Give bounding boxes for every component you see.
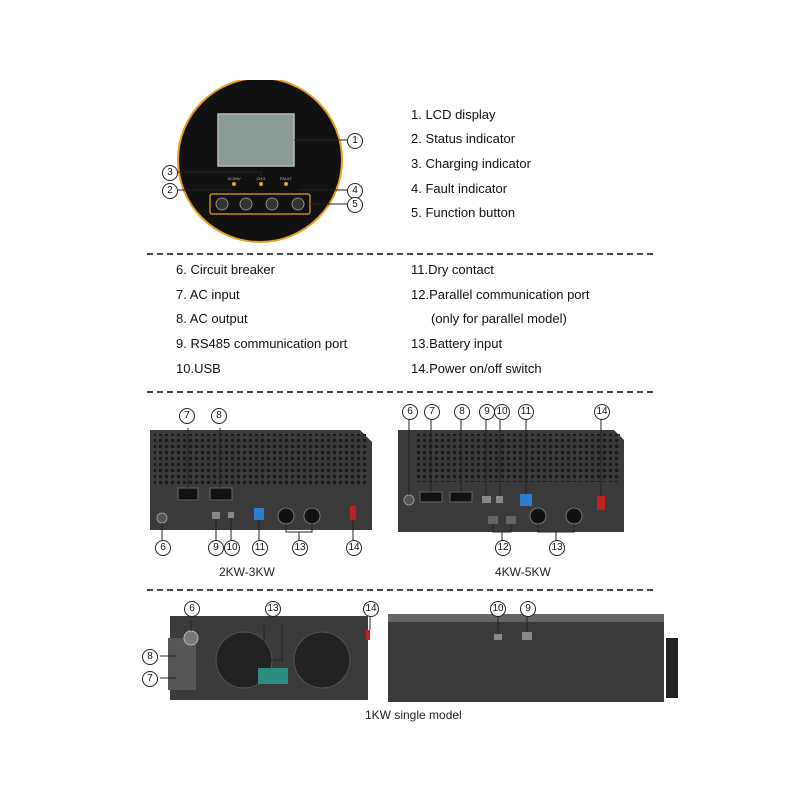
callout-6-1kw: 6: [184, 601, 200, 617]
callout-9-large: 9: [479, 404, 495, 420]
panel-label-fault: FAULT: [280, 176, 293, 181]
usb-port: [494, 634, 502, 640]
vent-grille: [414, 434, 620, 482]
panel-label-ac: AC/INV: [227, 176, 241, 181]
function-button-3: [265, 197, 279, 211]
legend-item-1: 1. LCD display: [411, 107, 496, 122]
caption-1kw-single: 1KW single model: [365, 708, 462, 722]
legend-item-3: 3. Charging indicator: [411, 156, 531, 171]
callout-6-small: 6: [155, 540, 171, 556]
fault-indicator-led: [284, 182, 288, 186]
unit-body: [388, 614, 664, 702]
legend-item-7: 7. AC input: [176, 287, 240, 302]
callout-13-large: 13: [549, 540, 565, 556]
legend-item-5: 5. Function button: [411, 205, 516, 220]
legend-item-6: 6. Circuit breaker: [176, 262, 275, 277]
power-switch: [350, 506, 356, 520]
dry-contact: [254, 508, 264, 520]
circuit-breaker: [403, 494, 415, 506]
circuit-breaker: [183, 630, 199, 646]
callout-10-small: 10: [224, 540, 240, 556]
rs485-port: [482, 496, 491, 503]
callout-8-large: 8: [454, 404, 470, 420]
callout-9-1kw: 9: [520, 601, 536, 617]
callout-13-1kw: 13: [265, 601, 281, 617]
terminal-block: [168, 638, 196, 690]
callout-7-1kw: 7: [142, 671, 158, 687]
ac-output-port: [209, 487, 233, 501]
unit-2kw-3kw-illustration: [150, 428, 372, 540]
front-panel-illustration: AC/INV CHG FAULT: [177, 80, 348, 243]
power-switch: [366, 630, 370, 640]
ac-input-port: [177, 487, 199, 501]
power-switch: [597, 496, 605, 510]
ac-input-port: [419, 491, 443, 503]
unit-1kw-side-illustration: [160, 615, 371, 700]
status-indicator-led: [232, 182, 236, 186]
rs485-port: [212, 512, 220, 519]
fan-right: [293, 631, 351, 689]
battery-terminal-neg: [529, 507, 547, 525]
callout-14-1kw: 14: [363, 601, 379, 617]
callout-5: 5: [347, 197, 363, 213]
separator-3: [147, 589, 653, 591]
function-button-4: [291, 197, 305, 211]
usb-port: [496, 496, 503, 503]
callout-8-small: 8: [211, 408, 227, 424]
callout-12-large: 12: [495, 540, 511, 556]
legend-item-11: 11.Dry contact: [411, 262, 494, 277]
callout-7-large: 7: [424, 404, 440, 420]
charging-indicator-led: [259, 182, 263, 186]
top-strip: [388, 614, 664, 622]
callout-13-small: 13: [292, 540, 308, 556]
callout-11-large: 11: [518, 404, 534, 420]
legend-item-12-note: (only for parallel model): [431, 311, 567, 326]
callout-7-small: 7: [179, 408, 195, 424]
callout-14-large: 14: [594, 404, 610, 420]
legend-item-9: 9. RS485 communication port: [176, 336, 348, 351]
rs485-port: [522, 632, 532, 640]
usb-port: [228, 512, 234, 518]
vent-grille: [154, 434, 366, 484]
caption-4kw-5kw: 4KW-5KW: [495, 565, 551, 579]
lcd-display: [217, 113, 295, 167]
separator-2: [147, 391, 653, 393]
battery-terminal-pos: [565, 507, 583, 525]
battery-terminal-pos: [303, 507, 321, 525]
callout-10-1kw: 10: [490, 601, 506, 617]
unit-4kw-5kw-illustration: [398, 420, 624, 540]
parallel-port-b: [506, 516, 516, 524]
parallel-port-a: [488, 516, 498, 524]
battery-input-block: [258, 668, 288, 684]
legend-item-10: 10.USB: [176, 361, 221, 376]
legend-item-2: 2. Status indicator: [411, 131, 516, 146]
callout-2: 2: [162, 183, 178, 199]
callout-14-small: 14: [346, 540, 362, 556]
ac-output-port: [449, 491, 473, 503]
callout-6-large: 6: [402, 404, 418, 420]
legend-item-12: 12.Parallel communication port: [411, 287, 590, 302]
legend-item-14: 14.Power on/off switch: [411, 361, 542, 376]
function-button-2: [239, 197, 253, 211]
legend-item-13: 13.Battery input: [411, 336, 503, 351]
callout-10-large: 10: [494, 404, 510, 420]
circuit-breaker: [156, 512, 168, 524]
callout-9-small: 9: [208, 540, 224, 556]
legend-item-4: 4. Fault indicator: [411, 181, 508, 196]
callout-11-small: 11: [252, 540, 268, 556]
callout-1: 1: [347, 133, 363, 149]
legend-item-8: 8. AC output: [176, 311, 248, 326]
caption-2kw-3kw: 2KW-3KW: [219, 565, 275, 579]
function-button-1: [215, 197, 229, 211]
unit-1kw-top-illustration: [388, 610, 678, 702]
callout-8-1kw: 8: [142, 649, 158, 665]
terminal-strip: [666, 638, 678, 698]
callout-3: 3: [162, 165, 178, 181]
separator-1: [147, 253, 653, 255]
dry-contact: [520, 494, 532, 506]
battery-terminal-neg: [277, 507, 295, 525]
